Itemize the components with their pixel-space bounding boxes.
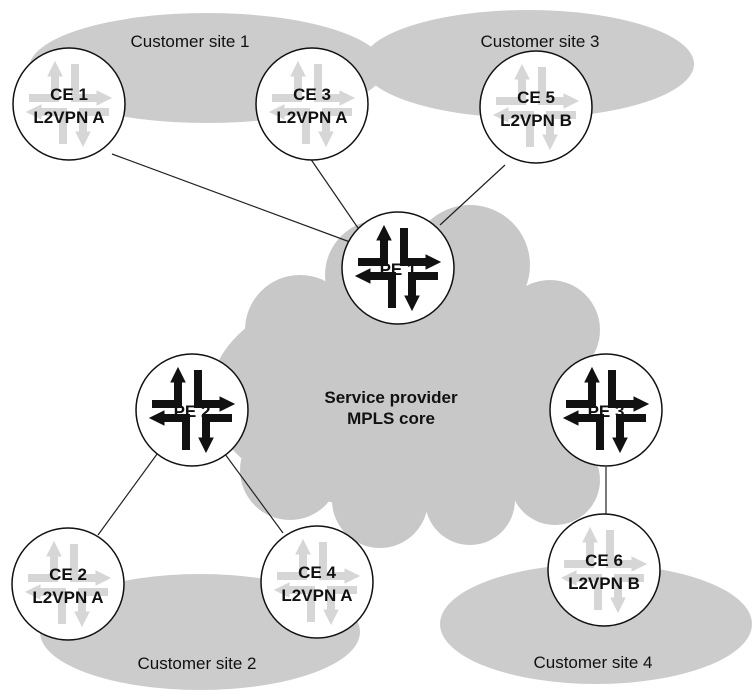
ce3-name: CE 3 bbox=[293, 85, 331, 104]
links bbox=[97, 153, 607, 536]
pe2-name: PE 2 bbox=[174, 402, 211, 421]
router-ce6: CE 6 L2VPN B bbox=[547, 513, 661, 627]
pe3-name: PE 3 bbox=[588, 402, 625, 421]
ce5-name: CE 5 bbox=[517, 88, 555, 107]
ce4-name: CE 4 bbox=[298, 563, 336, 582]
link-ce1-pe1 bbox=[111, 153, 351, 243]
pe1-name: PE 1 bbox=[380, 260, 417, 279]
ce2-vpn: L2VPN A bbox=[32, 588, 103, 607]
customer-site-2-label: Customer site 2 bbox=[137, 654, 256, 673]
ce5-vpn: L2VPN B bbox=[500, 111, 572, 130]
ce3-vpn: L2VPN A bbox=[276, 108, 347, 127]
core-label-line1: Service provider bbox=[324, 388, 458, 407]
customer-site-4-label: Customer site 4 bbox=[533, 653, 652, 672]
link-pe2-ce2 bbox=[97, 449, 161, 536]
core-label-line2: MPLS core bbox=[347, 409, 435, 428]
ce2-name: CE 2 bbox=[49, 565, 87, 584]
customer-site-1-label: Customer site 1 bbox=[130, 32, 249, 51]
link-ce3-pe1 bbox=[309, 157, 359, 229]
router-pe2: PE 2 bbox=[135, 353, 249, 467]
ce4-vpn: L2VPN A bbox=[281, 586, 352, 605]
ce6-vpn: L2VPN B bbox=[568, 574, 640, 593]
router-ce1: CE 1 L2VPN A bbox=[12, 47, 126, 161]
router-ce4: CE 4 L2VPN A bbox=[260, 525, 374, 639]
router-ce2: CE 2 L2VPN A bbox=[11, 527, 125, 641]
ce6-name: CE 6 bbox=[585, 551, 623, 570]
ce1-vpn: L2VPN A bbox=[33, 108, 104, 127]
link-ce5-pe1 bbox=[439, 164, 506, 226]
router-ce3: CE 3 L2VPN A bbox=[255, 47, 369, 161]
router-ce5: CE 5 L2VPN B bbox=[479, 50, 593, 164]
customer-site-3-label: Customer site 3 bbox=[480, 32, 599, 51]
link-pe2-ce4 bbox=[221, 449, 284, 534]
ce1-name: CE 1 bbox=[50, 85, 88, 104]
router-pe1: PE 1 bbox=[341, 211, 455, 325]
router-pe3: PE 3 bbox=[549, 353, 663, 467]
